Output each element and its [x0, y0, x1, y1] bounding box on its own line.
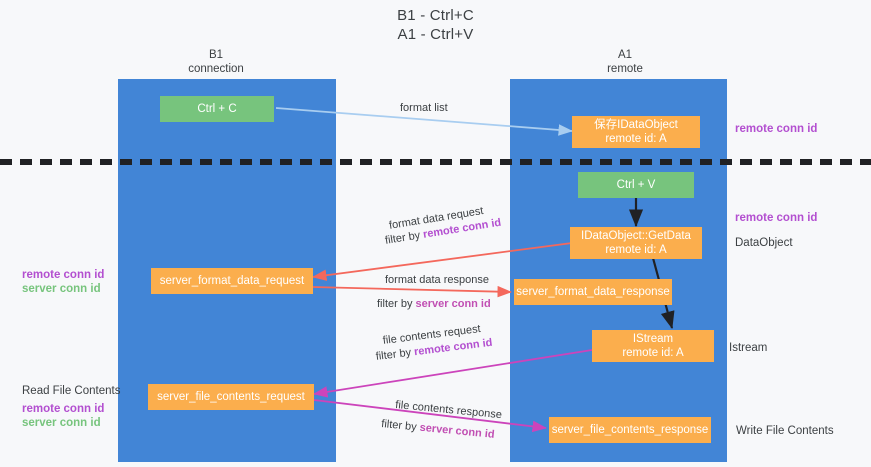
box-idataobject-getdata-line2: remote id: A: [605, 244, 667, 256]
box-idataobject-getdata[interactable]: IDataObject::GetData remote id: A: [570, 227, 702, 259]
box-server-file-contents-request-label: server_file_contents_request: [157, 391, 305, 403]
box-save-dataobject-line1: 保存IDataObject: [594, 119, 678, 131]
box-server-format-data-request[interactable]: server_format_data_request: [151, 268, 313, 294]
box-istream-line1: IStream: [632, 333, 674, 345]
annotation-left-server-conn-id-mid: server conn id: [22, 283, 101, 295]
edge-label-format-data-response: format data response: [385, 274, 489, 286]
box-save-dataobject[interactable]: 保存IDataObject remote id: A: [572, 116, 700, 148]
column-header-b1-name: B1: [208, 49, 224, 61]
annotation-right-istream: Istream: [729, 342, 768, 354]
column-header-b1-sub: connection: [188, 63, 244, 75]
box-idataobject-getdata-line1: IDataObject::GetData: [581, 230, 691, 242]
edge-label-format-data-response-filter-key: server conn id: [415, 298, 491, 310]
box-ctrl-c[interactable]: Ctrl + C: [160, 96, 274, 122]
annotation-left-read-file-contents: Read File Contents: [22, 385, 121, 397]
box-server-format-data-request-label: server_format_data_request: [159, 275, 305, 287]
box-server-format-data-response-label: server_format_data_response: [516, 286, 670, 298]
annotation-right-write-file-contents: Write File Contents: [736, 425, 834, 437]
annotation-left-server-conn-id-bot: server conn id: [22, 417, 101, 429]
column-header-a1-sub: remote: [607, 63, 643, 75]
annotation-left-remote-conn-id-mid: remote conn id: [22, 269, 105, 281]
annotation-right-remote-conn-id-top: remote conn id: [735, 123, 818, 135]
annotation-right-remote-conn-id-mid: remote conn id: [735, 212, 818, 224]
edge-label-format-data-response-filter: filter by server conn id: [377, 297, 491, 312]
page-title: B1 - Ctrl+C A1 - Ctrl+V: [0, 6, 871, 44]
page-title-line2: A1 - Ctrl+V: [397, 26, 474, 43]
box-server-file-contents-request[interactable]: server_file_contents_request: [148, 384, 314, 410]
column-header-b1: B1 connection: [116, 48, 316, 76]
box-istream-line2: remote id: A: [622, 347, 684, 359]
box-istream[interactable]: IStream remote id: A: [592, 330, 714, 362]
annotation-right-dataobject: DataObject: [735, 237, 793, 249]
edge-label-file-contents-response-filter-key: server conn id: [419, 421, 496, 441]
column-header-a1: A1 remote: [525, 48, 725, 76]
box-ctrl-v-label: Ctrl + V: [616, 179, 656, 191]
box-ctrl-c-label: Ctrl + C: [197, 103, 237, 115]
edge-label-format-list: format list: [400, 102, 448, 114]
box-server-file-contents-response-label: server_file_contents_response: [551, 424, 709, 436]
page-title-line1: B1 - Ctrl+C: [397, 7, 474, 24]
column-header-a1-name: A1: [617, 49, 633, 61]
edge-label-file-contents-request-filter-prefix: filter by: [375, 346, 415, 363]
annotation-left-remote-conn-id-bot: remote conn id: [22, 403, 105, 415]
box-save-dataobject-line2: remote id: A: [605, 133, 667, 145]
box-ctrl-v[interactable]: Ctrl + V: [578, 172, 694, 198]
edge-label-format-data-response-filter-prefix: filter by: [377, 298, 416, 310]
box-server-format-data-response[interactable]: server_format_data_response: [514, 279, 672, 305]
edge-label-file-contents-response-filter-prefix: filter by: [380, 417, 421, 434]
box-server-file-contents-response[interactable]: server_file_contents_response: [549, 417, 711, 443]
